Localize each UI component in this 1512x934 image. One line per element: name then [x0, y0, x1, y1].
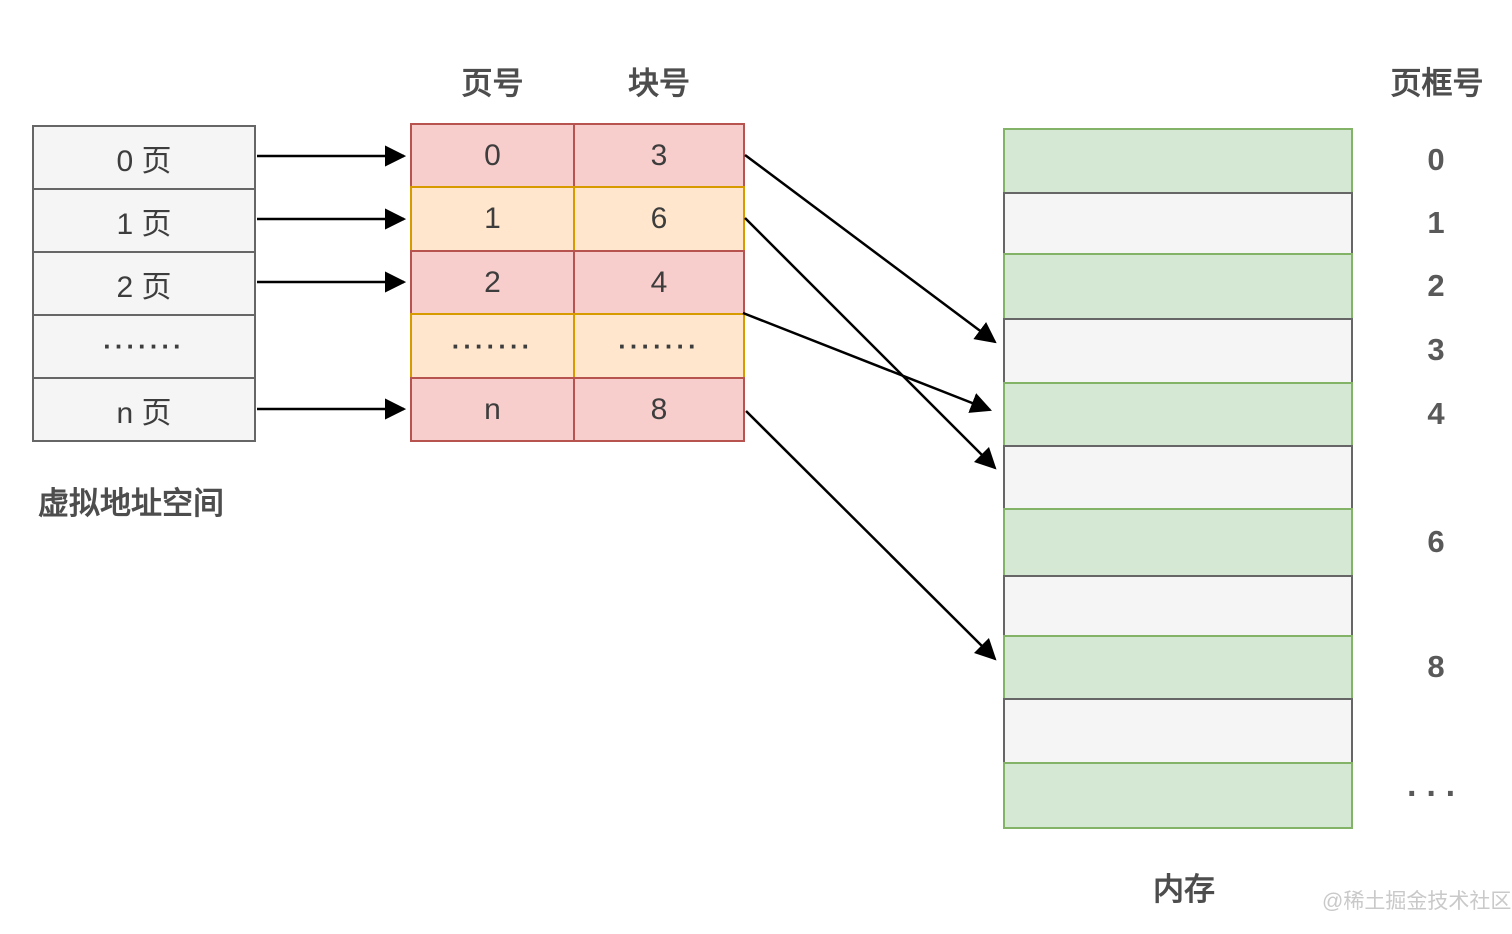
virtual-address-space-caption: 虚拟地址空间	[38, 486, 224, 521]
arrow-table-to-memory	[744, 217, 997, 470]
memory-frame-row	[1003, 762, 1353, 829]
frame-number-label: 1	[1427, 204, 1445, 240]
arrow-table-to-memory	[742, 311, 992, 413]
memory-frame-row	[1003, 128, 1353, 194]
arrow-table-to-memory	[744, 153, 997, 344]
page-table-header-page-number: 页号	[461, 66, 524, 101]
page-table-cell-block: ·······	[573, 313, 745, 379]
memory-frame-row	[1003, 698, 1353, 764]
page-table-cell-page: n	[410, 377, 575, 442]
page-table-cell-page: 2	[410, 250, 575, 315]
page-table-cell-page: 1	[410, 186, 575, 252]
frame-number-label: 3	[1427, 332, 1445, 367]
memory-frame-row	[1003, 318, 1353, 384]
memory-frame-row	[1003, 192, 1353, 255]
frame-number-label: 2	[1427, 267, 1445, 303]
virtual-page-row: 0 页	[32, 125, 256, 190]
page-table-cell-page: 0	[410, 123, 575, 188]
virtual-page-row: n 页	[32, 377, 256, 442]
memory-frame-row	[1003, 575, 1353, 637]
memory-frame-row	[1003, 445, 1353, 510]
frame-number-label: ···	[1407, 775, 1465, 813]
watermark: @稀土掘金技术社区	[1322, 890, 1512, 913]
memory-frame-row	[1003, 635, 1353, 700]
memory-caption: 内存	[1153, 872, 1215, 907]
page-table-cell-block: 4	[573, 250, 745, 315]
virtual-page-row: 1 页	[32, 188, 256, 253]
page-table-cell-page: ·······	[410, 313, 575, 379]
virtual-page-row: ·······	[32, 314, 256, 379]
memory-frame-row	[1003, 508, 1353, 577]
memory-header-frame-number: 页框号	[1390, 66, 1484, 101]
page-table-cell-block: 6	[573, 186, 745, 252]
page-table-header-block-number: 块号	[628, 66, 690, 101]
virtual-page-row: 2 页	[32, 251, 256, 316]
frame-number-label: 4	[1427, 395, 1445, 431]
frame-number-label: 8	[1427, 648, 1445, 684]
frame-number-label: 6	[1427, 523, 1445, 559]
memory-frame-row	[1003, 253, 1353, 320]
memory-frame-row	[1003, 382, 1353, 447]
frame-number-label: 0	[1427, 142, 1445, 177]
page-table-cell-block: 8	[573, 377, 745, 442]
page-table-cell-block: 3	[573, 123, 745, 188]
arrow-table-to-memory	[745, 410, 997, 661]
